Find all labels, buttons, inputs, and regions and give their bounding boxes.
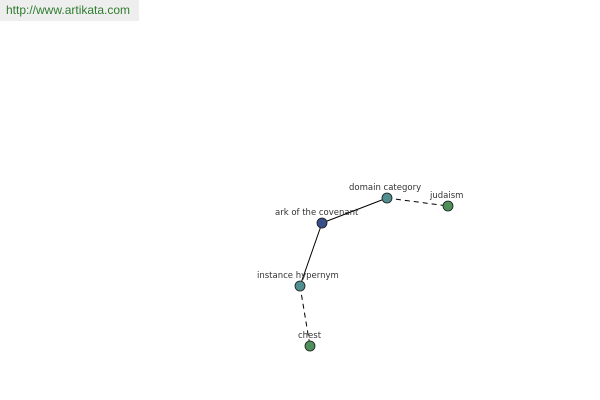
node-marker-domain[interactable]: [381, 192, 393, 204]
node-marker-hyper[interactable]: [294, 280, 306, 292]
edge-domain-judaism: [386, 197, 449, 207]
node-ark[interactable]: ark of the covenant: [275, 208, 359, 229]
node-label-hyper: instance hypernym: [257, 271, 339, 281]
node-label-chest: chest: [298, 331, 322, 341]
edge-ark-hyper: [299, 222, 323, 287]
edge-hyper-chest: [299, 285, 311, 347]
node-hyper[interactable]: instance hypernym: [257, 271, 339, 292]
node-marker-judaism[interactable]: [442, 200, 454, 212]
graph-nodes: ark of the covenant domain category judais…: [257, 183, 463, 352]
node-label-domain: domain category: [349, 183, 421, 193]
node-marker-chest[interactable]: [304, 340, 316, 352]
node-domain[interactable]: domain category: [349, 183, 421, 204]
edge-ark-domain: [321, 197, 388, 224]
watermark-url: http://www.artikata.com: [0, 0, 139, 21]
node-judaism[interactable]: judaism: [429, 191, 463, 212]
node-label-ark: ark of the covenant: [275, 208, 359, 218]
node-chest[interactable]: chest: [298, 331, 322, 352]
node-marker-ark[interactable]: [316, 217, 328, 229]
graph-edges: [299, 197, 449, 347]
node-label-judaism: judaism: [429, 191, 463, 201]
